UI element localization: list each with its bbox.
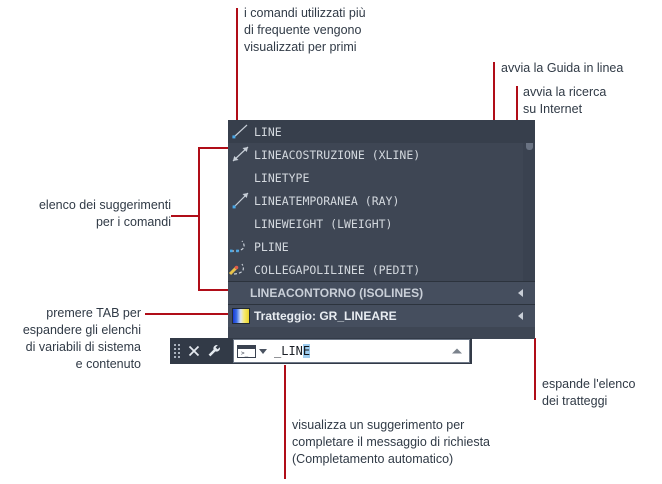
leader-line-suggestions-tick [171,215,199,217]
list-item[interactable]: LINE [228,120,535,143]
list-item[interactable]: COLLEGAPOLILINEE (PEDIT) [228,258,535,281]
caret-left-icon[interactable] [518,289,523,297]
polyline-icon [228,235,254,258]
list-item[interactable]: LINETYPE [228,166,535,189]
callout-command-suggestions: elenco dei suggerimenti per i comandi [38,198,171,229]
command-input-text[interactable]: _LINE [274,344,311,358]
xline-icon [228,143,254,166]
no-icon [228,166,254,189]
line-icon [228,120,254,143]
list-item[interactable]: LINEACOSTRUZIONE (XLINE) [228,143,535,166]
leader-line-tab [145,313,230,315]
command-line-bar[interactable]: >_ _LINE [170,338,472,364]
list-item-label: PLINE [254,239,289,254]
callout-most-used-commands: i comandi utilizzati più di frequente ve… [244,6,366,54]
chevron-down-icon[interactable] [259,348,267,354]
drag-grip-icon[interactable] [174,344,184,358]
no-icon [228,282,250,305]
list-item-hatch[interactable]: Tratteggio: GR_LINEARE [228,304,535,327]
leader-line-help [493,62,495,123]
list-item-label: COLLEGAPOLILINEE (PEDIT) [254,262,421,277]
list-item[interactable]: PLINE [228,235,535,258]
callout-press-tab: premere TAB per espandere gli elenchi di… [22,306,141,371]
caret-left-icon[interactable] [518,312,523,320]
callout-internet-search: avvia la ricerca su Internet [523,85,607,116]
leader-line-autocomplete [284,365,286,479]
no-icon [228,212,254,235]
list-item-label: LINEACONTORNO (ISOLINES) [250,286,424,300]
command-input-value: _LIN [274,344,303,358]
callout-autocomplete: visualizza un suggerimento per completar… [292,418,491,466]
console-prompt-icon[interactable]: >_ [237,344,256,358]
leader-line-search [516,86,518,123]
edit-polyline-icon [228,258,254,281]
list-item[interactable]: LINEATEMPORANEA (RAY) [228,189,535,212]
chevron-up-icon[interactable] [452,348,462,354]
list-item-label: LINEWEIGHT (LWEIGHT) [254,216,393,231]
callout-help: avvia la Guida in linea [501,61,624,75]
close-icon[interactable] [184,338,204,364]
list-item-label: LINE [254,124,282,139]
leader-line-suggestions-bracket [198,147,200,291]
wrench-icon[interactable] [204,338,224,364]
callout-expand-hatch-list: espande l'elenco dei tratteggi [542,377,636,408]
list-item[interactable]: LINEWEIGHT (LWEIGHT) [228,212,535,235]
list-item-label: Tratteggio: GR_LINEARE [254,309,397,323]
command-input-selection: E [302,344,311,358]
list-item-label: LINETYPE [254,170,310,185]
list-item-isolines[interactable]: LINEACONTORNO (ISOLINES) [228,281,535,304]
gradient-swatch-icon [232,308,250,324]
leader-line-suggestions-top [198,147,230,149]
leader-line-hatch [534,338,536,400]
list-item-label: LINEATEMPORANEA (RAY) [254,193,400,208]
leader-line-suggestions-bottom [198,289,230,291]
command-input-field[interactable]: >_ _LINE [233,339,470,363]
ray-icon [228,189,254,212]
list-item-label: LINEACOSTRUZIONE (XLINE) [254,147,421,162]
leader-line-top-left [236,8,238,123]
command-autocomplete-panel[interactable]: ? LINE [228,120,535,339]
